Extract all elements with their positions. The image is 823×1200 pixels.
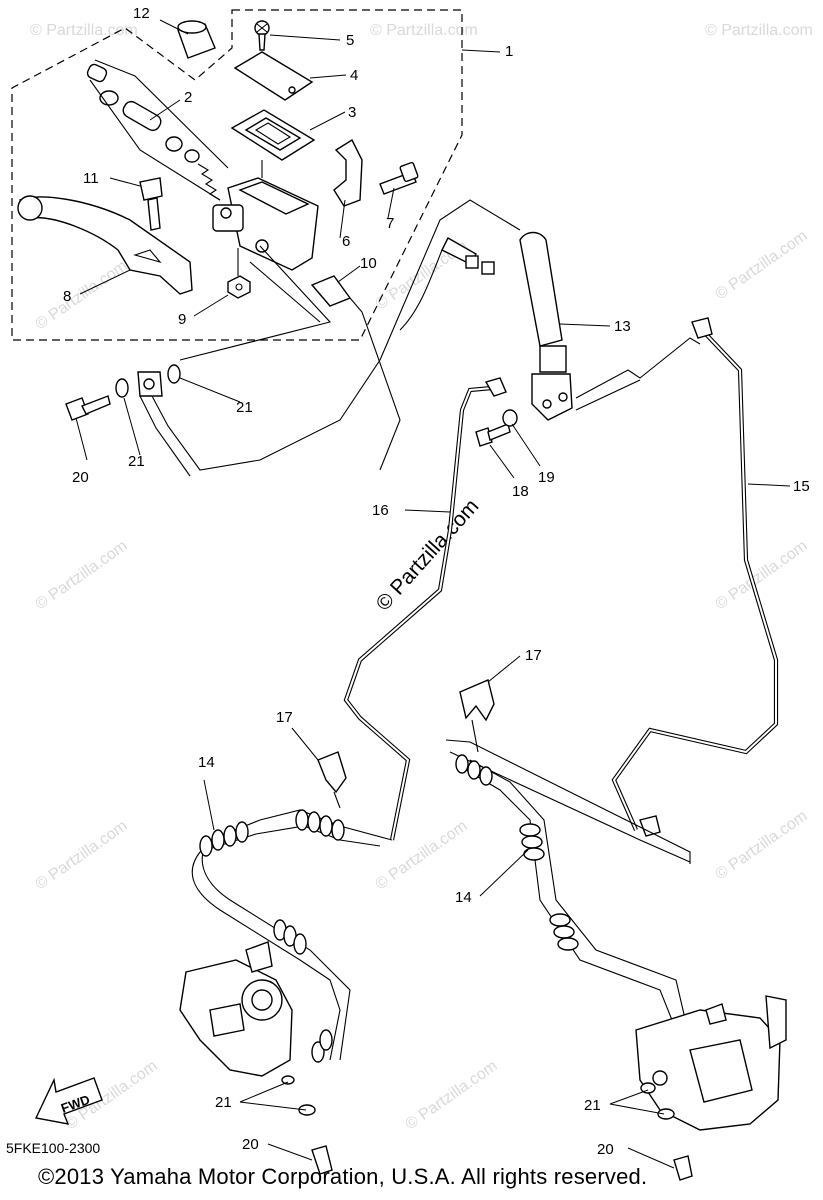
wire-connector-group	[399, 237, 495, 331]
callout-21: 21	[584, 1097, 601, 1114]
watermark: © Partzilla.com	[33, 538, 131, 614]
watermark: © Partzilla.com	[33, 818, 131, 894]
hose-fittings	[455, 754, 693, 1049]
callout-8: 8	[63, 288, 71, 305]
callout-4: 4	[350, 67, 358, 84]
callout-15: 15	[793, 478, 810, 495]
brake-lever-part	[19, 196, 193, 295]
callout-1: 1	[505, 43, 513, 60]
watermark: © Partzilla.com	[713, 228, 811, 304]
watermark: © Partzilla.com	[713, 808, 811, 884]
watermark: © Partzilla.com	[33, 258, 131, 334]
callout-20: 20	[242, 1136, 259, 1153]
watermark: © Partzilla.com	[373, 818, 471, 894]
callout-10: 10	[360, 255, 377, 272]
assembly-outline	[11, 9, 463, 341]
master-cylinder-group	[17, 20, 419, 471]
watermark: © Partzilla.com	[403, 1058, 501, 1134]
callout-9: 9	[178, 311, 186, 328]
watermark: © Partzilla.com	[30, 22, 138, 39]
hose-fittings	[199, 809, 345, 1063]
left-caliper-group	[179, 941, 333, 1175]
callout-14: 14	[198, 754, 215, 771]
watermark: © Partzilla.com	[713, 538, 811, 614]
upper-banjo-group	[65, 199, 521, 477]
watermark: © Partzilla.com	[705, 22, 813, 39]
clip-part	[459, 679, 495, 722]
callout-7: 7	[386, 215, 394, 232]
callout-3: 3	[348, 104, 356, 121]
callout-16: 16	[372, 502, 389, 519]
hose-part	[519, 231, 563, 347]
callout-2: 2	[184, 89, 192, 106]
clamp-part	[333, 138, 363, 207]
reservoir-cap-part	[233, 51, 314, 101]
callout-17: 17	[276, 709, 293, 726]
callout-19: 19	[538, 469, 555, 486]
callout-14: 14	[455, 889, 472, 906]
callout-21: 21	[128, 453, 145, 470]
callout-21: 21	[215, 1094, 232, 1111]
diagram-code: 5FKE100-2300	[6, 1140, 101, 1156]
clip-part	[317, 751, 347, 794]
callout-17: 17	[525, 647, 542, 664]
brake-switch-part	[310, 275, 352, 307]
copyright-notice: ©2013 Yamaha Motor Corporation, U.S.A. A…	[38, 1164, 648, 1189]
leader-lines	[75, 19, 791, 1169]
bolt-washer-group	[475, 409, 518, 447]
callout-20: 20	[597, 1141, 614, 1158]
right-caliper-group	[635, 995, 787, 1181]
callouts: 12 5 4 3 2 1 11 7 6 10 8 9 13 21 20 21 1…	[63, 5, 810, 1158]
callout-21: 21	[236, 399, 253, 416]
callout-5: 5	[346, 32, 354, 49]
left-hose-group	[191, 809, 393, 1063]
callout-11: 11	[83, 170, 99, 187]
callout-20: 20	[72, 469, 89, 486]
watermark: © Partzilla.com	[370, 22, 478, 39]
junction-group	[519, 231, 701, 421]
callout-13: 13	[614, 318, 631, 335]
callout-12: 12	[133, 5, 150, 22]
callout-18: 18	[512, 483, 529, 500]
right-hose-group	[445, 739, 693, 1049]
callout-6: 6	[342, 233, 350, 250]
